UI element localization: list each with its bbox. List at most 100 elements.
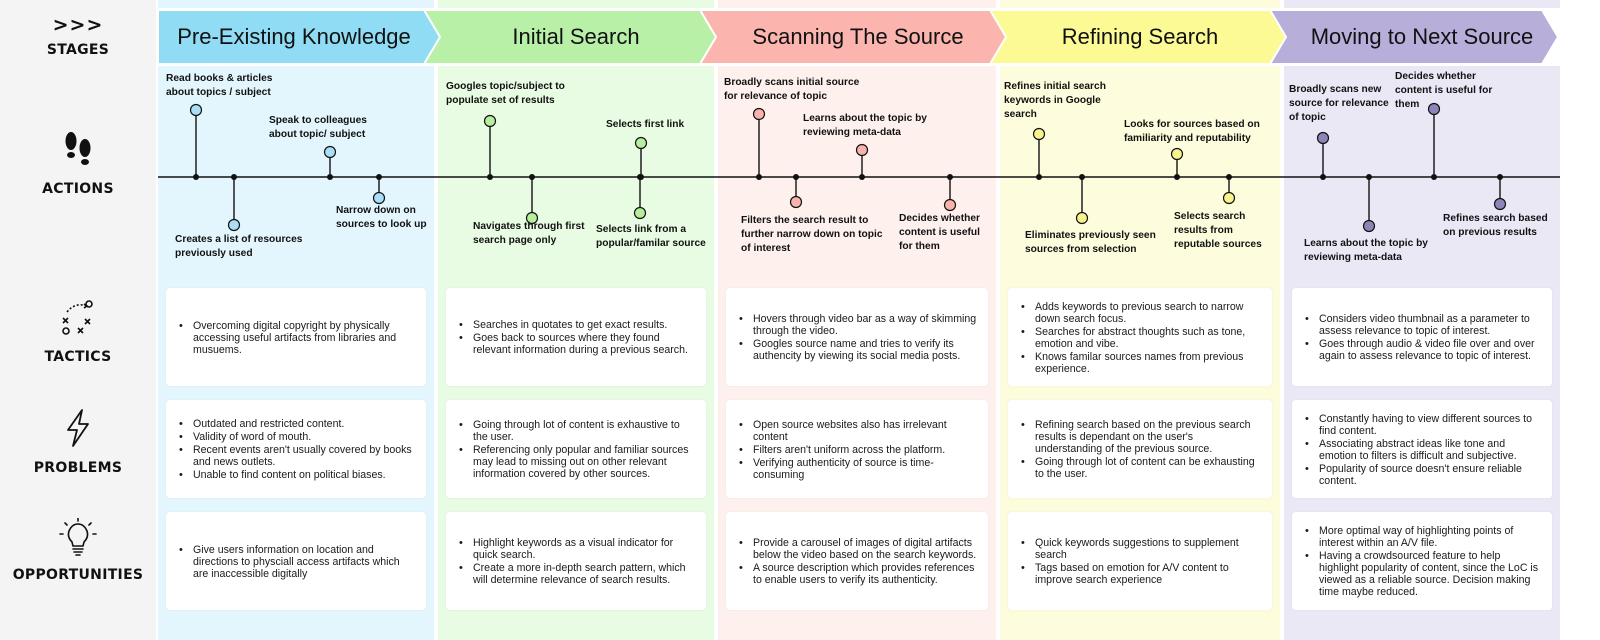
stage-title: Moving to Next Source <box>1310 24 1534 49</box>
stage-title: Pre-Existing Knowledge <box>177 24 411 49</box>
tactics-item: Googles source name and tries to verify … <box>736 338 978 362</box>
stage-arrow: Initial Search <box>424 10 720 64</box>
problems-item: Validity of word of mouth. <box>176 431 416 443</box>
action-label: Learns about the topic by reviewing meta… <box>1304 238 1428 263</box>
action-anchor-dot <box>1079 174 1085 180</box>
actions-label: ACTIONS <box>42 181 114 197</box>
opportunities-item: Provide a carousel of images of digital … <box>736 537 978 561</box>
tactics-item: Searches in quotates to get exact result… <box>456 319 696 331</box>
problems-item: Outdated and restricted content. <box>176 418 416 430</box>
problems-card: Constantly having to view different sour… <box>1292 400 1552 498</box>
tactics-label: TACTICS <box>44 349 112 365</box>
stage-top-strip <box>438 0 714 8</box>
tactics-item: Hovers through video bar as a way of ski… <box>736 313 978 337</box>
play-strategy-icon <box>58 298 98 338</box>
opportunities-list: Provide a carousel of images of digital … <box>736 537 978 587</box>
action-anchor-dot <box>529 174 535 180</box>
problems-item: Referencing only popular and familiar so… <box>456 444 696 480</box>
action-marker <box>227 218 241 232</box>
problems-card: Outdated and restricted content.Validity… <box>166 400 426 498</box>
tactics-item: Goes back to sources where they found re… <box>456 332 696 356</box>
action-marker <box>189 103 203 117</box>
stage-top-strip <box>718 0 996 8</box>
opportunities-card: Quick keywords suggestions to supplement… <box>1008 512 1272 610</box>
problems-item: Associating abstract ideas like tone and… <box>1302 438 1542 462</box>
problems-item: Going through lot of content can be exha… <box>1018 456 1262 480</box>
action-marker <box>483 114 497 128</box>
problems-card: Open source websites also has irrelevant… <box>726 400 988 498</box>
action-marker <box>323 145 337 159</box>
action-anchor-dot <box>327 174 333 180</box>
action-marker <box>634 136 648 150</box>
action-marker <box>372 191 386 205</box>
stage-title: Refining Search <box>1061 24 1219 49</box>
action-anchor-dot <box>1174 174 1180 180</box>
problems-item: Open source websites also has irrelevant… <box>736 419 978 443</box>
action-marker <box>943 198 957 212</box>
tactics-card: Searches in quotates to get exact result… <box>446 288 706 386</box>
problems-card: Refining search based on the previous se… <box>1008 400 1272 498</box>
problems-card: Going through lot of content is exhausti… <box>446 400 706 498</box>
tactics-item: Goes through audio & video file over and… <box>1302 338 1542 362</box>
action-marker <box>1316 131 1330 145</box>
action-label: Read books & articles about topics / sub… <box>166 73 273 98</box>
action-label: Decides whether content is useful for th… <box>899 213 980 252</box>
stage-arrow-shape <box>1270 10 1558 64</box>
opportunities-item: Highlight keywords as a visual indicator… <box>456 537 696 561</box>
action-anchor-dot <box>756 174 762 180</box>
action-marker <box>1170 147 1184 161</box>
problems-list: Constantly having to view different sour… <box>1302 413 1542 488</box>
tactics-item: Overcoming digital copyright by physical… <box>176 320 416 356</box>
action-label: Decides whether content is useful for th… <box>1395 71 1493 110</box>
action-label: Selects first link <box>606 119 685 130</box>
action-label: Eliminates previously seen sources from … <box>1025 230 1156 255</box>
problems-item: Going through lot of content is exhausti… <box>456 419 696 443</box>
stage-top-strip <box>1284 0 1560 8</box>
action-anchor-dot <box>1431 174 1437 180</box>
opportunities-list: Quick keywords suggestions to supplement… <box>1018 537 1262 587</box>
action-marker <box>525 211 539 225</box>
tactics-card: Hovers through video bar as a way of ski… <box>726 288 988 386</box>
problems-list: Outdated and restricted content.Validity… <box>176 418 416 482</box>
stage-arrow-shape <box>990 10 1290 64</box>
stage-arrow-shape <box>700 10 1008 64</box>
action-label: Navigates through first search page only <box>473 221 585 246</box>
opportunities-list: More optimal way of highlighting points … <box>1302 525 1542 599</box>
action-anchor-dot <box>231 174 237 180</box>
opportunities-card: Provide a carousel of images of digital … <box>726 512 988 610</box>
action-label: Refines search based on previous results <box>1443 213 1548 238</box>
problems-list: Refining search based on the previous se… <box>1018 419 1262 481</box>
action-label: Narrow down on sources to look up <box>336 205 427 230</box>
opportunities-card: More optimal way of highlighting points … <box>1292 512 1552 610</box>
action-label: Broadly scans initial source for relevan… <box>724 77 860 102</box>
opportunities-list: Highlight keywords as a visual indicator… <box>456 537 696 587</box>
problems-item: Verifying authenticity of source is time… <box>736 457 978 481</box>
tactics-item: Searches for abstract thoughts such as t… <box>1018 326 1262 350</box>
opportunities-item: Tags based on emotion for A/V content to… <box>1018 562 1262 586</box>
action-label: Learns about the topic by reviewing meta… <box>803 113 927 138</box>
action-marker <box>1427 102 1441 116</box>
opportunities-item: Give users information on location and d… <box>176 544 416 580</box>
tactics-card: Adds keywords to previous search to narr… <box>1008 288 1272 386</box>
tactics-item: Knows familar sources names from previou… <box>1018 351 1262 375</box>
problems-item: Filters aren't uniform across the platfo… <box>736 444 978 456</box>
lightbulb-icon <box>58 517 98 558</box>
action-label: Selects search results from reputable so… <box>1174 211 1262 250</box>
tactics-list: Considers video thumbnail as a parameter… <box>1302 313 1542 363</box>
action-marker <box>855 143 869 157</box>
problems-list: Going through lot of content is exhausti… <box>456 419 696 481</box>
stage-top-strip <box>158 0 434 8</box>
stage-arrow: Scanning The Source <box>700 10 1008 64</box>
stage-arrow: Pre-Existing Knowledge <box>158 10 444 64</box>
problems-item: Recent events aren't usually covered by … <box>176 444 416 468</box>
action-label: Speak to colleagues about topic/ subject <box>269 115 367 140</box>
action-anchor-dot <box>947 174 953 180</box>
stage-arrow-shape <box>424 10 720 64</box>
problems-list: Open source websites also has irrelevant… <box>736 419 978 482</box>
tactics-list: Searches in quotates to get exact result… <box>456 319 696 357</box>
action-label: Refines initial search keywords in Googl… <box>1004 81 1106 120</box>
opportunities-item: Quick keywords suggestions to supplement… <box>1018 537 1262 561</box>
action-marker <box>1032 127 1046 141</box>
stage-title: Scanning The Source <box>752 24 964 49</box>
